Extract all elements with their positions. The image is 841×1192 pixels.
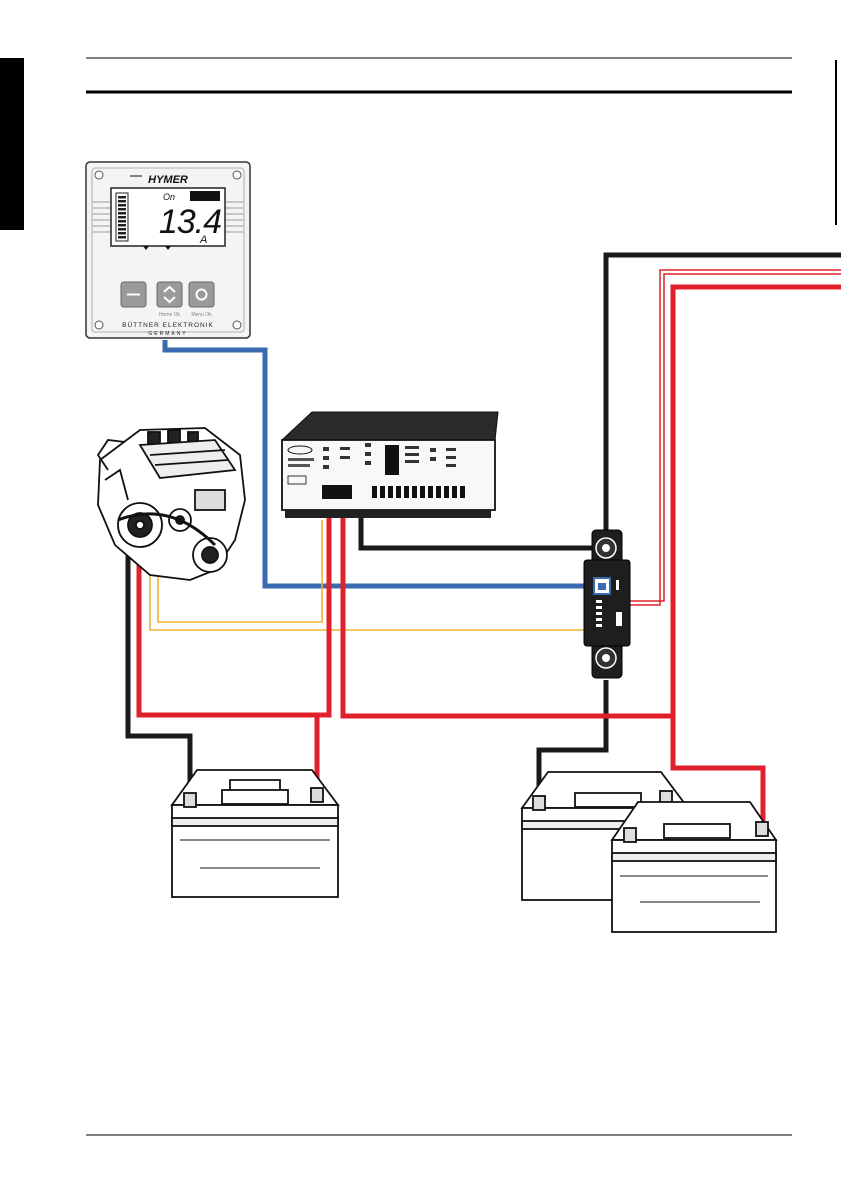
panel-brand: HYMER: [148, 174, 188, 186]
chapter-side-tab: [0, 58, 24, 230]
battery-monitor-panel: HYMER On 13.4 A: [86, 162, 250, 338]
ok-button[interactable]: [189, 282, 214, 307]
lcd-reading: 13.4: [159, 203, 221, 241]
screw-icon: [233, 171, 241, 179]
charge-controller-unit: [282, 412, 498, 518]
home-ok-label: Home Ok: [159, 312, 181, 318]
lcd-unit: A: [199, 234, 207, 246]
battery-terminal-negative: [624, 828, 636, 842]
sense-positive-double: [608, 270, 841, 605]
maker-name: BÜTTNER ELEKTRONIK: [122, 321, 214, 329]
lcd-indicator-block: [190, 191, 220, 201]
screw-icon: [233, 321, 241, 329]
battery-terminal-negative: [184, 793, 196, 807]
screw-icon: [95, 321, 103, 329]
sense-positive-double-2: [608, 274, 841, 601]
menu-ok-label: Menu Ok: [191, 312, 212, 318]
maker-country: GERMANY: [148, 331, 187, 337]
lcd-status: On: [163, 192, 175, 202]
battery-terminal-positive: [311, 788, 323, 802]
battery-terminal-positive: [756, 822, 768, 836]
engine-illustration: [98, 428, 245, 580]
main-ground-feed: [606, 255, 841, 533]
house-battery-2: [612, 802, 776, 932]
screw-icon: [95, 171, 103, 179]
starter-battery: [172, 770, 338, 897]
battery-shunt: [584, 530, 630, 678]
main-positive-feed: [673, 287, 841, 825]
